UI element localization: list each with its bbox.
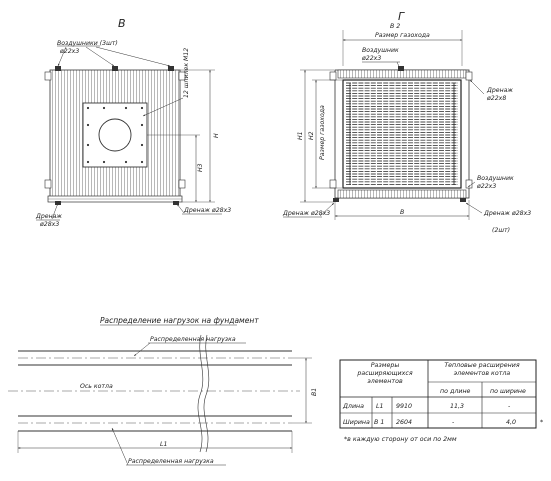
dim-h: H	[213, 133, 220, 138]
flue-opening	[98, 118, 132, 152]
dim-b: B	[400, 209, 404, 216]
row-width-val: 2604	[396, 419, 412, 426]
row-length-wid: -	[508, 403, 511, 410]
vent-right-size: ø22x3	[476, 183, 496, 190]
view-v: В Воздушники (3шт) ø22x3 12 шпилек M12	[35, 17, 231, 228]
vent-right-label: Воздушник	[477, 175, 514, 182]
row-width-len: -	[452, 419, 455, 426]
distributed-load-bottom: Распределенная нагрузка	[128, 458, 214, 465]
header-by-length: по длине	[440, 388, 471, 395]
vent-label: Воздушник	[362, 47, 399, 54]
row-length-sym: L1	[376, 403, 384, 410]
drain-g-left-label: Дренаж ø28x3	[282, 210, 330, 217]
view-g-title: Г	[398, 10, 405, 23]
header-by-width: по ширине	[490, 388, 526, 395]
header-expansion: Тепловые расширения элементов котла	[444, 362, 520, 377]
drain-top-right-size: ø22x8	[486, 95, 506, 102]
tube-bank	[342, 79, 462, 189]
vents-label: Воздушники (3шт)	[57, 40, 118, 47]
view-v-title: В	[118, 17, 126, 30]
vent-size: ø22x3	[361, 55, 381, 62]
drain-g-right-count: (2шт)	[492, 227, 510, 234]
row-width-name: Ширина	[343, 419, 370, 426]
boiler-axis-label: Ось котла	[80, 383, 113, 390]
drain-g-right-label: Дренаж ø28x3	[483, 210, 531, 217]
gas-size-vertical: Размер газохода	[319, 105, 326, 160]
dim-b1: B1	[311, 388, 318, 396]
gas-size-label: Размер газохода	[375, 32, 430, 39]
row-length-len: 11,3	[450, 403, 464, 410]
drain-left-label: Дренаж	[35, 213, 62, 220]
vents-size: ø22x3	[59, 48, 79, 55]
dim-h2: H2	[308, 131, 315, 140]
footnote-star: *	[540, 419, 543, 426]
table-row: Длина L1 9910 11,3 -	[342, 403, 511, 410]
drain-left-size: ø28x3	[39, 221, 59, 228]
studs-label: 12 шпилек M12	[183, 48, 190, 98]
row-width-sym: B 1	[374, 419, 384, 426]
expansion-table: Размеры расширяющихся элементов Тепловые…	[339, 359, 543, 443]
row-length-name: Длина	[342, 403, 364, 410]
drain-top-right-label: Дренаж	[486, 87, 513, 94]
row-length-val: 9910	[396, 403, 412, 410]
dim-b2: B 2	[390, 23, 400, 30]
foundation-loads: Распределение нагрузок на фундамент Ось …	[8, 316, 318, 466]
row-width-wid: 4,0	[506, 419, 516, 426]
dim-h3: H3	[197, 163, 204, 172]
table-row: Ширина B 1 2604 - 4,0	[343, 419, 516, 426]
header-sizes: Размеры расширяющихся элементов	[357, 362, 413, 385]
foundation-title: Распределение нагрузок на фундамент	[100, 316, 259, 325]
dim-h1: H1	[297, 131, 304, 140]
view-g: Г B 2 Размер газохода Воздушник ø22x3 Др…	[282, 10, 531, 234]
drain-right-label: Дренаж ø28x3	[183, 207, 231, 214]
table-note: *в каждую сторону от оси по 2мм	[344, 436, 457, 443]
dim-l1: L1	[160, 441, 167, 448]
distributed-load-top: Распределенная нагрузка	[150, 336, 236, 343]
